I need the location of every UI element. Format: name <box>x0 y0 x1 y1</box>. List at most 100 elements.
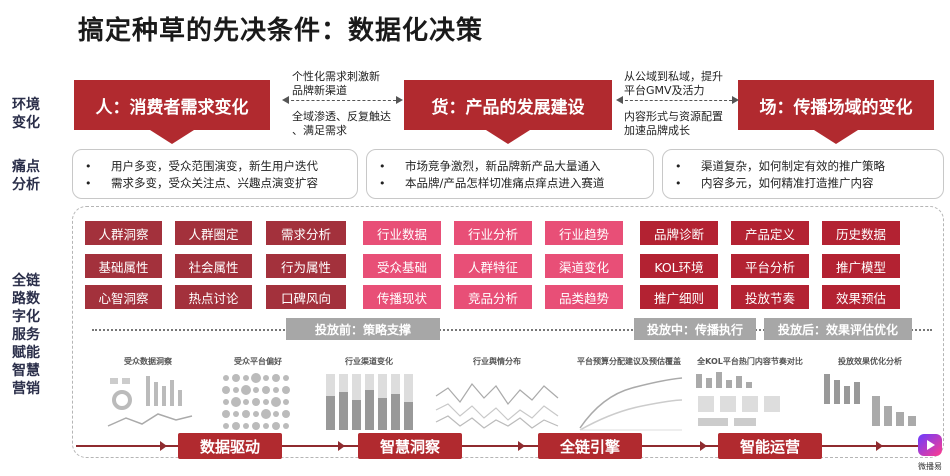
tile-pink: 品类趋势 <box>545 285 623 309</box>
pain-line: •渠道复杂，如何制定有效的推广策略 <box>675 158 933 175</box>
flow-b-bottom: 内容形式与资源配置 加速品牌成长 <box>624 110 723 137</box>
thumb-title: 行业舆情分布 <box>473 357 521 366</box>
tile-pink: 渠道变化 <box>545 254 623 278</box>
mini-chart-icon <box>696 372 780 426</box>
chevron-right-icon <box>338 441 345 451</box>
mini-chart-icon <box>579 377 683 431</box>
side-label-pain: 痛点 分析 <box>12 159 40 193</box>
side-label-environment: 环境 变化 <box>12 97 40 131</box>
tile-red: 品牌诊断 <box>640 221 718 245</box>
pain-people-1: 用户多变，受众范围演变，新生用户迭代 <box>111 159 318 173</box>
flow-a-arrow-left-icon <box>282 96 289 104</box>
page-title: 搞定种草的先决条件：数据化决策 <box>78 16 484 46</box>
play-logo-icon <box>918 434 942 456</box>
pain-box-people: • 用户多变，受众范围演变，新生用户迭代 •需求多变，受众关注点、兴趣点演变扩容 <box>72 149 358 199</box>
thumb-budget-allocation: 平台预算分配建议及预估覆盖 <box>572 356 686 436</box>
tile-pink: 受众基础 <box>363 254 441 278</box>
mini-chart-icon <box>824 374 916 426</box>
flow-a-arrow <box>286 100 396 101</box>
flow-b-top: 从公域到私域，提升 平台GMV及活力 <box>624 70 723 97</box>
flow-b-arrow-left-icon <box>616 96 623 104</box>
pain-line: • 用户多变，受众范围演变，新生用户迭代 <box>85 158 347 175</box>
tile-red: 投放节奏 <box>731 285 809 309</box>
env-goods: 货：产品的发展建设 <box>404 80 612 130</box>
tile-red: 推广模型 <box>822 254 900 278</box>
thumb-title: 投放效果优化分析 <box>838 357 902 366</box>
pain-line: • 内容多元，如何精准打造推广内容 <box>675 175 933 192</box>
tile-dark: 需求分析 <box>266 221 346 245</box>
pain-line: • 市场竞争激烈，新品牌新产品大量通入 <box>379 158 643 175</box>
pain-field-2: 内容多元，如何精准打造推广内容 <box>701 176 874 190</box>
bullet-icon: • <box>379 177 386 190</box>
tile-pink: 行业数据 <box>363 221 441 245</box>
flow-b-arrow <box>620 100 732 101</box>
tile-dark: 心智洞察 <box>85 285 162 309</box>
thumb-title: 受众数据洞察 <box>124 357 172 366</box>
brand-logo-name: 微播易 <box>918 462 942 471</box>
env-field-label: 场：传播场域的变化 <box>759 97 913 118</box>
mini-chart-icon <box>222 373 290 430</box>
tile-dark: 热点讨论 <box>175 285 252 309</box>
mini-chart-icon <box>435 383 559 429</box>
tile-dark: 人群洞察 <box>85 221 162 245</box>
env-people-label: 人：消费者需求变化 <box>95 97 249 118</box>
thumb-industry-sentiment: 行业舆情分布 <box>428 356 566 436</box>
phase-during: 投放中：传播执行 <box>634 318 756 340</box>
tile-red: 效果预估 <box>822 285 900 309</box>
thumb-effect-optimization: 投放效果优化分析 <box>814 356 926 436</box>
env-field: 场：传播场域的变化 <box>738 80 934 130</box>
tile-dark: 口碑风向 <box>266 285 346 309</box>
tile-pink: 竞品分析 <box>454 285 532 309</box>
flow-step-smart-operation: 智能运营 <box>718 433 822 459</box>
chevron-right-icon <box>518 441 525 451</box>
thumb-audience-insight: 受众数据洞察 <box>96 356 200 436</box>
env-goods-notch <box>486 130 530 144</box>
side-label-service: 全链 路数 字化 服务 赋能 智慧 营销 <box>12 273 40 397</box>
pain-goods-2: 本品牌/产品怎样切准痛点痒点进入赛道 <box>405 176 605 190</box>
tile-dark: 人群圈定 <box>175 221 252 245</box>
env-people-notch <box>150 130 194 144</box>
thumb-platform-preference: 受众平台偏好 <box>206 356 310 436</box>
phase-after: 投放后：效果评估优化 <box>764 318 912 340</box>
tile-red: 产品定义 <box>731 221 809 245</box>
tile-red: 历史数据 <box>822 221 900 245</box>
tile-red: 推广细则 <box>640 285 718 309</box>
thumb-title: 受众平台偏好 <box>234 357 282 366</box>
thumb-title: 全KOL平台热门内容节奏对比 <box>697 357 803 366</box>
chevron-right-icon <box>700 441 707 451</box>
flow-step-full-chain-engine: 全链引擎 <box>538 433 642 459</box>
flow-b-arrow-right-icon <box>732 96 739 104</box>
flow-step-data-driven: 数据驱动 <box>178 433 282 459</box>
tile-pink: 行业分析 <box>454 221 532 245</box>
tile-dark: 基础属性 <box>85 254 162 278</box>
thumb-industry-channel: 行业渠道变化 <box>318 356 420 436</box>
bullet-icon: • <box>85 177 92 190</box>
phase-before: 投放前：策略支撑 <box>286 318 440 340</box>
pain-line: •需求多变，受众关注点、兴趣点演变扩容 <box>85 175 347 192</box>
pain-box-field: •渠道复杂，如何制定有效的推广策略 • 内容多元，如何精准打造推广内容 <box>662 149 944 199</box>
tile-red: KOL环境 <box>640 254 718 278</box>
chevron-right-icon <box>876 441 883 451</box>
tile-dark: 行为属性 <box>266 254 346 278</box>
thumb-kol-content: 全KOL平台热门内容节奏对比 <box>690 356 810 436</box>
tile-pink: 传播现状 <box>363 285 441 309</box>
bullet-icon: • <box>675 177 682 190</box>
pain-goods-1: 市场竞争激烈，新品牌新产品大量通入 <box>405 159 601 173</box>
flow-a-bottom: 全域渗透、反复触达 、满足需求 <box>292 110 391 137</box>
flow-a-arrow-right-icon <box>396 96 403 104</box>
bullet-icon: • <box>379 160 386 173</box>
env-people: 人：消费者需求变化 <box>74 80 270 130</box>
tile-dark: 社会属性 <box>175 254 252 278</box>
pain-line: • 本品牌/产品怎样切准痛点痒点进入赛道 <box>379 175 643 192</box>
tile-red: 平台分析 <box>731 254 809 278</box>
tile-pink: 人群特征 <box>454 254 532 278</box>
phase-timeline <box>92 329 932 331</box>
mini-chart-icon <box>326 374 413 430</box>
service-container <box>72 206 944 458</box>
pain-box-goods: • 市场竞争激烈，新品牌新产品大量通入 • 本品牌/产品怎样切准痛点痒点进入赛道 <box>366 149 654 199</box>
brand-logo: 微播易 <box>914 432 946 472</box>
flow-baseline <box>76 445 918 447</box>
flow-a-top: 个性化需求刺激新 品牌新渠道 <box>292 70 380 97</box>
bullet-icon: • <box>85 160 92 173</box>
thumb-title: 平台预算分配建议及预估覆盖 <box>577 357 681 366</box>
